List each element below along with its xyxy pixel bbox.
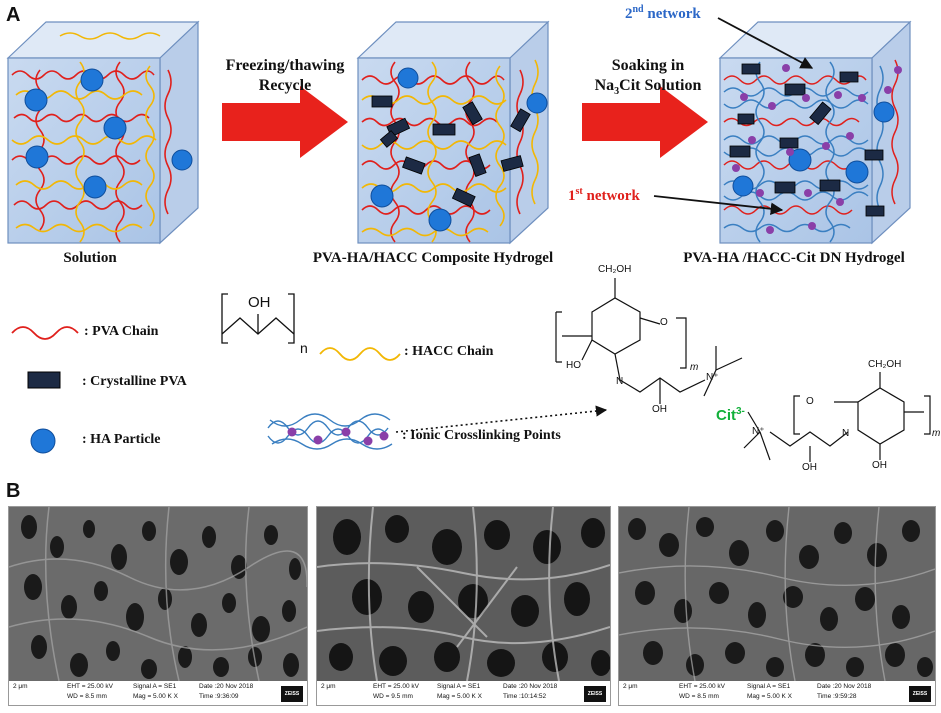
second-network-sup: nd [632,4,644,15]
sem-image-3: 2 μm EHT = 25.00 kV WD = 8.5 mm Signal A… [618,506,936,706]
sem-1-signal: Signal A = SE1 [133,683,177,690]
hacc-oh-2: OH [802,462,817,473]
sem-1-mag: Mag = 5.00 K X [133,693,178,700]
legend-ionic: : Ionic Crosslinking Points [402,428,561,443]
sem-3-date: Date :20 Nov 2018 [817,683,872,690]
legend-hacc-chain-symbol [319,347,401,361]
caption-solution: Solution [63,250,117,266]
cit-text: Cit [716,407,736,424]
sem-2-date: Date :20 Nov 2018 [503,683,558,690]
sem-1-eht: EHT = 25.00 kV [67,683,113,690]
hacc-o-2: O [806,396,814,407]
legend-hacc-chain: : HACC Chain [404,344,494,359]
sem-texture-2 [317,507,610,682]
cit-anion: Cit3- [716,406,745,424]
step-2-na: Na [594,77,615,94]
sem-2-time: Time :10:14:52 [503,693,547,700]
sem-3-signal: Signal A = SE1 [747,683,791,690]
hacc-ho: HO [566,360,581,371]
first-network-pointer [653,195,784,216]
process-arrow-2 [582,86,708,158]
first-network-sup: st [575,186,583,197]
caption-dn-hydrogel: PVA-HA /HACC-Cit DN Hydrogel [683,250,905,266]
sem-image-1: 2 μm EHT = 25.00 kV WD = 8.5 mm Signal A… [8,506,308,706]
pva-n: n [300,340,308,356]
hacc-nplus-1: N⁺ [706,372,719,383]
sem-2-signal: Signal A = SE1 [437,683,481,690]
sem-info-bar-2: 2 μm EHT = 25.00 kV WD = 9.5 mm Signal A… [317,681,610,705]
hacc-ch2oh-1: CH₂OH [598,264,632,275]
hacc-n-2: N [842,428,850,439]
hacc-nplus-2: N⁺ [752,426,765,437]
legend-ionic-symbol [267,413,393,450]
hacc-n-1: N [616,376,624,387]
step-1-label: Freezing/thawing Recycle [212,56,358,96]
sem-image-2: 2 μm EHT = 25.00 kV WD = 9.5 mm Signal A… [316,506,611,706]
hacc-oh-1: OH [652,404,667,415]
pva-formula [221,293,295,344]
sem-texture-1 [9,507,307,682]
step-2-label: Soaking in Na3Cit Solution [578,56,718,102]
sem-3-eht: EHT = 25.00 kV [679,683,725,690]
sem-1-wd: WD = 8.5 mm [67,693,107,700]
hacc-oh-3: OH [872,460,887,471]
hacc-m-1: m [690,362,699,373]
step-2-line-1: Soaking in [611,57,685,74]
cube-solution [6,20,200,245]
first-network-num: 1 [568,188,576,204]
legend-crystalline: : Crystalline PVA [82,374,187,389]
sem-3-wd: WD = 8.5 mm [679,693,719,700]
ionic-pointer [395,405,608,433]
sem-2-eht: EHT = 25.00 kV [373,683,419,690]
legend-ionic-points [287,427,389,446]
panel-b-label: B [6,480,21,502]
step-1-line-2: Recycle [258,77,312,94]
caption-composite: PVA-HA/HACC Composite Hydrogel [312,250,554,266]
hacc-structure [555,278,931,462]
panel-a-label: A [6,4,21,26]
legend-ha-particle: : HA Particle [82,432,161,447]
second-network-label: 2nd network [625,4,701,23]
second-network-pointer [717,17,814,69]
step-2-sub: 3 [614,86,620,98]
sem-3-zeiss-logo: ZEISS [909,686,931,702]
hacc-m-2: m [932,428,941,439]
sem-3-scale: 2 μm [623,683,638,690]
first-network-text: network [582,188,640,204]
hacc-ch2oh-2: CH₂OH [868,359,902,370]
hacc-o-1: O [660,317,668,328]
step-2-line-2: Na3Cit Solution [578,76,718,102]
sem-1-date: Date :20 Nov 2018 [199,683,254,690]
legend-crystalline-symbol [27,371,61,389]
sem-1-time: Time :9:36:09 [199,693,239,700]
pva-oh: OH [248,294,271,311]
second-network-text: network [643,6,701,22]
hydrogel-schematic [6,17,931,462]
sem-info-bar-3: 2 μm EHT = 25.00 kV WD = 8.5 mm Signal A… [619,681,935,705]
process-arrow-1 [222,86,348,158]
sem-3-mag: Mag = 5.00 K X [747,693,792,700]
legend-ha-symbol [30,428,56,454]
legend-pva-chain-symbol [11,326,79,340]
second-network-num: 2 [625,6,633,22]
cube-dn-hydrogel [718,20,912,245]
first-network-label: 1st network [568,186,640,205]
cube-composite [356,20,550,245]
sem-1-scale: 2 μm [13,683,28,690]
step-2-cit: Cit Solution [619,77,702,94]
sem-1-zeiss-logo: ZEISS [281,686,303,702]
sem-texture-3 [619,507,935,682]
step-1-line-1: Freezing/thawing [225,57,345,74]
sem-2-scale: 2 μm [321,683,336,690]
sem-3-time: Time :9:59:28 [817,693,857,700]
cit-charge: 3- [736,406,745,417]
sem-info-bar-1: 2 μm EHT = 25.00 kV WD = 8.5 mm Signal A… [9,681,307,705]
sem-2-zeiss-logo: ZEISS [584,686,606,702]
sem-2-mag: Mag = 5.00 K X [437,693,482,700]
sem-2-wd: WD = 9.5 mm [373,693,413,700]
legend-pva-chain: : PVA Chain [84,324,159,339]
